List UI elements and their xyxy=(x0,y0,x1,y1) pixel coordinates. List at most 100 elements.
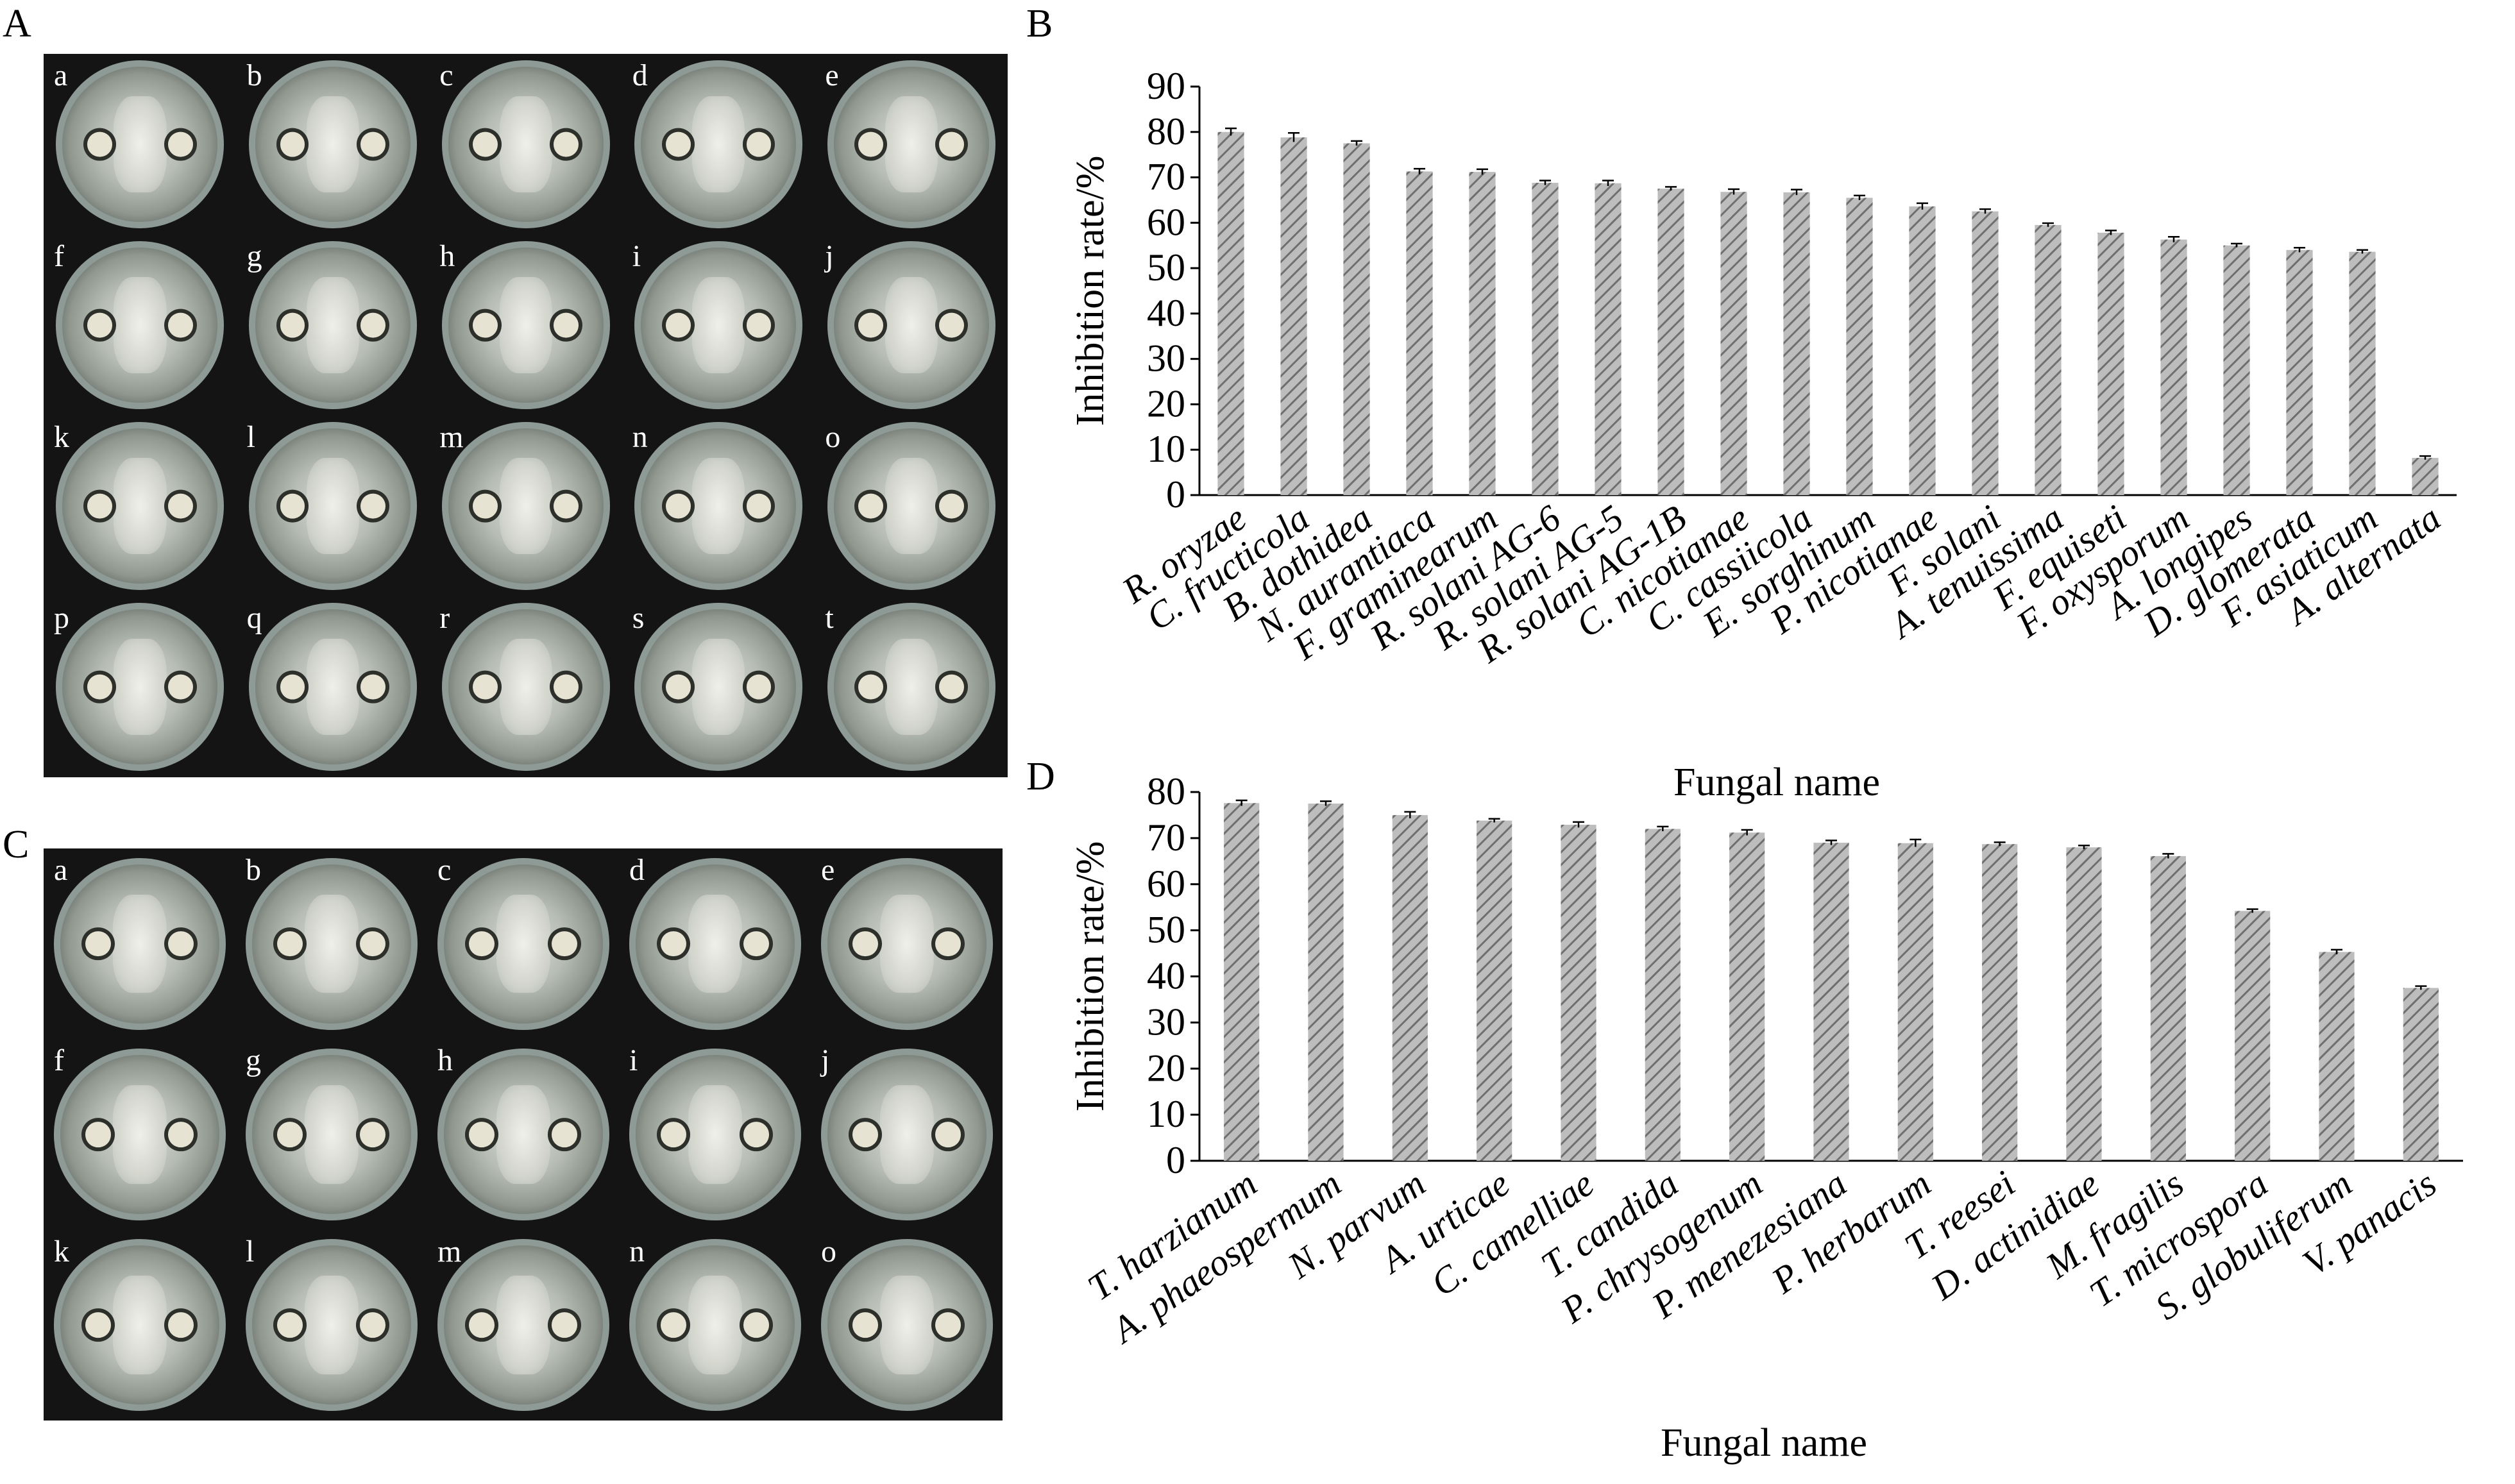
bar xyxy=(1217,131,1244,495)
inoculum-spot xyxy=(277,931,303,957)
inoculum-spot xyxy=(87,674,112,700)
fungal-colony xyxy=(688,894,742,993)
fungal-colony xyxy=(688,1276,742,1375)
y-tick-label: 10 xyxy=(1147,1093,1185,1135)
bar xyxy=(2286,249,2313,495)
fungal-colony xyxy=(304,1276,359,1375)
fungal-colony xyxy=(306,96,360,193)
inoculum-spot xyxy=(85,1312,111,1338)
panel-a-dish-label: o xyxy=(825,420,841,454)
bar xyxy=(1532,183,1559,495)
panel-c-dish-n xyxy=(629,1239,801,1412)
inoculum-spot xyxy=(852,1122,878,1147)
panel-a-dish-s xyxy=(634,603,803,771)
panel-a-dish-label: q xyxy=(246,601,262,635)
bar xyxy=(2160,239,2187,495)
panel-c-dish-label: b xyxy=(246,853,261,887)
panel-a-dish-label: j xyxy=(825,239,834,273)
panel-a-dish-label: m xyxy=(439,420,464,454)
panel-c-dish-label: f xyxy=(54,1043,64,1078)
bar xyxy=(1783,192,1810,495)
y-tick-label: 50 xyxy=(1147,909,1185,951)
inoculum-spot xyxy=(473,674,498,700)
panel-c-dish-b xyxy=(245,857,418,1030)
inoculum-spot xyxy=(746,131,772,157)
panel-c-dish-label: a xyxy=(54,853,68,887)
panel-c-dish-e xyxy=(820,857,993,1030)
inoculum-spot xyxy=(167,674,193,700)
inoculum-spot xyxy=(85,931,111,957)
fungal-colony xyxy=(114,276,167,374)
bar xyxy=(1308,803,1344,1161)
inoculum-spot xyxy=(935,1312,961,1338)
panel-a-dish-label: c xyxy=(439,58,453,92)
inoculum-spot xyxy=(665,493,691,519)
panel-a-dish-j xyxy=(827,241,995,409)
fungal-colony xyxy=(304,894,359,993)
fungal-colony xyxy=(112,1276,167,1375)
inoculum-spot xyxy=(743,931,769,957)
panel-a-dish-h xyxy=(441,241,610,409)
inoculum-spot xyxy=(280,493,305,519)
inoculum-spot xyxy=(360,1122,385,1147)
bar xyxy=(1561,825,1596,1161)
fungal-colony xyxy=(306,457,360,555)
panel-a-dish-label: l xyxy=(246,420,255,454)
y-tick-label: 60 xyxy=(1147,201,1185,243)
fungal-colony xyxy=(112,894,167,993)
inoculum-spot xyxy=(858,312,884,338)
inoculum-spot xyxy=(473,131,498,157)
inoculum-spot xyxy=(661,931,686,957)
panel-c-dish-m xyxy=(437,1239,609,1412)
fungal-colony xyxy=(114,457,167,555)
bar xyxy=(1729,832,1765,1161)
y-tick-label: 20 xyxy=(1147,382,1185,425)
bar xyxy=(1909,206,1936,495)
fungal-colony xyxy=(691,457,745,555)
inoculum-spot xyxy=(554,674,579,700)
panel-c-dish-label: d xyxy=(629,853,645,887)
panel-c-dish-label: l xyxy=(246,1234,255,1269)
panel-a-dish-e xyxy=(827,60,995,228)
fungal-colony xyxy=(496,1276,550,1375)
bar xyxy=(1982,844,2018,1161)
y-tick-label: 40 xyxy=(1147,955,1185,997)
inoculum-spot xyxy=(743,1122,769,1147)
panel-a-dish-label: h xyxy=(439,239,455,273)
inoculum-spot xyxy=(360,931,385,957)
panel-c-dish-label: o xyxy=(821,1234,836,1269)
bar xyxy=(1224,803,1260,1161)
y-axis-title: Inhibition rate/% xyxy=(1069,841,1112,1112)
bar xyxy=(2223,245,2250,495)
y-tick-label: 80 xyxy=(1147,110,1185,153)
panel-a-dish-g xyxy=(248,241,417,409)
y-tick-label: 0 xyxy=(1166,1139,1185,1181)
panel-a-dish-label: b xyxy=(246,58,262,92)
inoculum-spot xyxy=(168,1122,194,1147)
inoculum-spot xyxy=(360,493,386,519)
inoculum-spot xyxy=(85,1122,111,1147)
panel-a-dish-label: k xyxy=(54,420,69,454)
fungal-colony xyxy=(885,276,938,374)
fungal-colony xyxy=(879,1085,934,1184)
y-tick-label: 80 xyxy=(1147,770,1185,813)
bar xyxy=(1595,183,1622,495)
fungal-colony xyxy=(114,638,167,736)
inoculum-spot xyxy=(87,493,112,519)
panel-c-dish-l xyxy=(245,1239,418,1412)
panel-a-dish-r xyxy=(441,603,610,771)
y-tick-label: 0 xyxy=(1166,473,1185,516)
panel-a-dish-d xyxy=(634,60,803,228)
panel-c-dish-h xyxy=(437,1048,609,1220)
fungal-colony xyxy=(499,457,552,555)
panel-c-dish-label: k xyxy=(54,1234,69,1269)
bar xyxy=(1343,143,1370,495)
fungal-colony xyxy=(499,638,552,736)
inoculum-spot xyxy=(852,931,878,957)
panel-a-dish-label: e xyxy=(825,58,839,92)
bar xyxy=(1280,137,1307,495)
inoculum-spot xyxy=(852,1312,878,1338)
